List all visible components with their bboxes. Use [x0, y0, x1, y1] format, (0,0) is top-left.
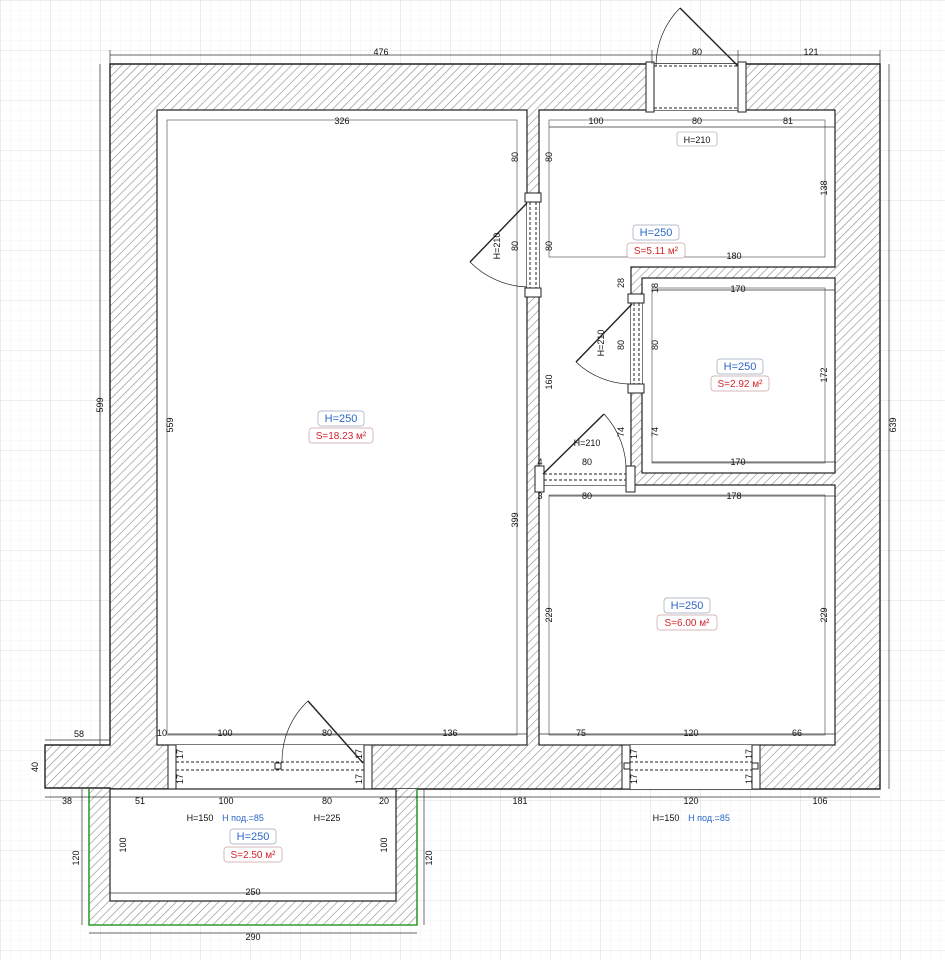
dim-bath-left-f: 74 — [650, 427, 660, 437]
dim-win-17f: 17 — [629, 774, 639, 784]
kitchen-window-height: H=150 — [653, 813, 680, 823]
dim-living-bottom-d: 136 — [442, 728, 457, 738]
dim-bath-right: 172 — [819, 367, 829, 382]
entry-door[interactable] — [645, 7, 747, 113]
dim-bal-right-100: 100 — [379, 837, 389, 852]
dim-left-40: 40 — [30, 762, 40, 772]
dimension-lines — [45, 50, 890, 934]
dim-hall-e: 3 — [537, 491, 542, 501]
entry-door-height: H=210 — [684, 135, 711, 145]
corridor-height: H=250 — [640, 227, 673, 239]
dim-top-door: 80 — [692, 47, 702, 57]
dim-win-17b: 17 — [175, 774, 185, 784]
dim-corr-door-right-top: 80 — [544, 152, 554, 162]
dim-bal-top-100: 100 — [218, 796, 233, 806]
dim-win-17e: 17 — [629, 749, 639, 759]
dim-hall-c: 178 — [726, 491, 741, 501]
bath-door[interactable] — [575, 293, 645, 394]
kitchen-door-height: H=210 — [574, 438, 601, 448]
corridor-area: S=5.11 м² — [634, 246, 679, 257]
dim-hall-b: 80 — [582, 491, 592, 501]
dim-bal-top-51: 51 — [135, 796, 145, 806]
dim-bath-left-e: 74 — [616, 427, 626, 437]
dim-corr-bottom: 180 — [726, 251, 741, 261]
dim-win-17c: 17 — [354, 749, 364, 759]
dim-right-overall: 639 — [888, 417, 898, 432]
dim-win-17a: 17 — [175, 749, 185, 759]
balcony-window-sill: Н под.=85 — [222, 813, 264, 823]
dim-bal-120k: 120 — [683, 796, 698, 806]
kitchen-height: H=250 — [671, 600, 704, 612]
room-linings — [166, 119, 826, 736]
dim-bal-left-120: 120 — [71, 850, 81, 865]
dim-kitchen-bottom-a: 75 — [576, 728, 586, 738]
dim-left-58: 58 — [74, 729, 84, 739]
dim-corr-top-left: 100 — [588, 116, 603, 126]
dim-living-bottom-b: 100 — [217, 728, 232, 738]
balcony-height: H=250 — [237, 831, 270, 843]
bath-area: S=2.92 м² — [718, 379, 764, 390]
dim-living-bottom-a: 10 — [157, 728, 167, 738]
dim-living-top: 326 — [334, 116, 349, 126]
dim-bal-106: 106 — [812, 796, 827, 806]
dim-top-overall: 476 — [373, 47, 388, 57]
bath-height: H=250 — [724, 361, 757, 373]
rooms — [156, 109, 836, 746]
living-door[interactable] — [469, 192, 542, 298]
dim-win-17g: 17 — [744, 749, 754, 759]
bath-room[interactable] — [641, 277, 836, 474]
opening-tags: H=210 H=210 H=210 H=210 H=150 Н под.=85 … — [187, 131, 730, 823]
dim-bal-outer-290: 290 — [245, 932, 260, 942]
dim-bal-inner-250: 250 — [245, 887, 260, 897]
dim-kitchen-left: 229 — [544, 607, 554, 622]
dim-kitchen-right: 229 — [819, 607, 829, 622]
living-door-height: H=210 — [492, 233, 502, 260]
bath-door-height: H=210 — [596, 330, 606, 357]
living-area: S=18.23 м² — [316, 431, 367, 442]
dim-bal-top-80: 80 — [322, 796, 332, 806]
living-height: H=250 — [325, 413, 358, 425]
dim-bath-left-b: 18 — [650, 283, 660, 293]
dim-hall-d: 4 — [537, 457, 542, 467]
dimension-labels: 476 80 121 599 639 326 559 399 100 80 81… — [30, 47, 898, 942]
room-tags: H=250 S=18.23 м² H=250 S=5.11 м² H=250 S… — [223, 224, 770, 863]
balcony-window-height: H=150 — [187, 813, 214, 823]
kitchen-window[interactable] — [621, 744, 761, 790]
kitchen-area: S=6.00 м² — [665, 618, 711, 629]
dim-win-17h: 17 — [744, 774, 754, 784]
dim-living-bottom-c: 80 — [322, 728, 332, 738]
dim-hall-a: 80 — [582, 457, 592, 467]
dim-corr-door-left-top: 80 — [510, 152, 520, 162]
dim-top-right: 121 — [803, 47, 818, 57]
balcony-door-height: H=225 — [314, 813, 341, 823]
dim-bal-left-100: 100 — [118, 837, 128, 852]
dim-living-left: 559 — [165, 417, 175, 432]
dim-kitchen-bottom-c: 66 — [792, 728, 802, 738]
dim-corr-left-lower: 160 — [544, 374, 554, 389]
dim-corr-door-left-mid: 80 — [510, 241, 520, 251]
balcony-area: S=2.50 м² — [231, 850, 277, 861]
dim-bal-top-20: 20 — [379, 796, 389, 806]
dim-corr-top-right: 81 — [783, 116, 793, 126]
dim-kitchen-bottom-b: 120 — [683, 728, 698, 738]
kitchen-window-sill: Н под.=85 — [688, 813, 730, 823]
dim-corr-door-left-low: 80 — [616, 340, 626, 350]
balcony-window-door[interactable] — [167, 700, 373, 790]
dim-left-overall: 599 — [95, 397, 105, 412]
dim-bath-left-c: 80 — [650, 340, 660, 350]
dim-bath-left-a: 28 — [616, 278, 626, 288]
dim-corr-door-right-mid: 80 — [544, 241, 554, 251]
dim-left-38: 38 — [62, 796, 72, 806]
dim-bal-181: 181 — [512, 796, 527, 806]
dim-living-right: 399 — [510, 512, 520, 527]
kitchen-door[interactable] — [534, 413, 636, 493]
dim-corr-top-door: 80 — [692, 116, 702, 126]
dim-bath-bottom: 170 — [730, 457, 745, 467]
dim-corr-right: 138 — [819, 180, 829, 195]
dim-bal-right-120: 120 — [424, 850, 434, 865]
living-room[interactable] — [156, 109, 528, 746]
dim-bath-top: 170 — [730, 284, 745, 294]
dim-win-17d: 17 — [354, 774, 364, 784]
